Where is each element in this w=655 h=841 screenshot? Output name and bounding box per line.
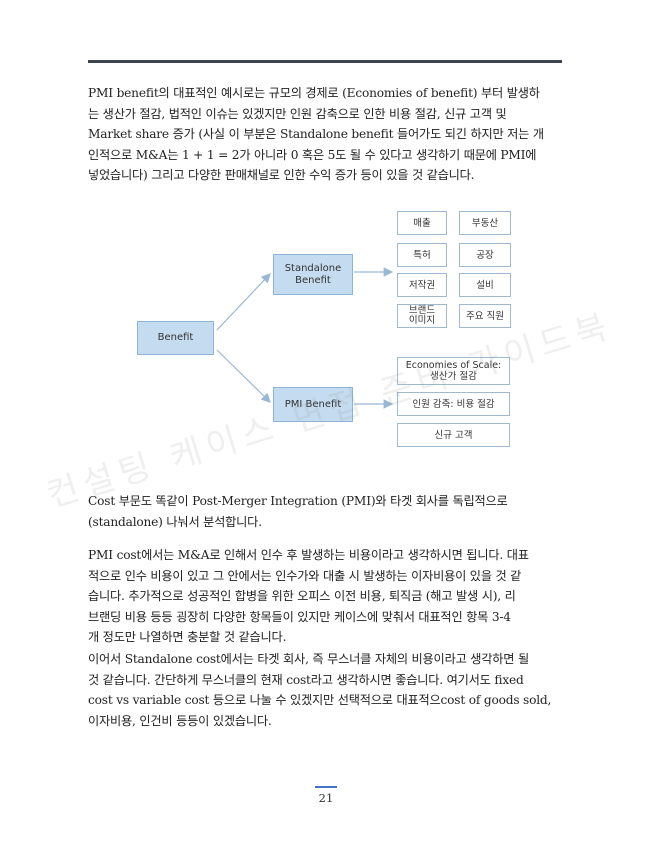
item-brand-image: 브랜드 이미지 <box>397 304 447 328</box>
text-line: 인적으로 M&A는 1 + 1 = 2가 아니라 0 혹은 5도 될 수 있다고… <box>88 147 537 162</box>
item-new-customers: 신규 고객 <box>397 423 510 447</box>
arrow-benefit-to-standalone <box>216 273 271 331</box>
node-benefit: Benefit <box>137 321 214 355</box>
paragraph-pmi-benefit: PMI benefit의 대표적인 예시로는 규모의 경제로 (Economie… <box>88 83 564 186</box>
text-line: cost vs variable cost 등으로 나눌 수 있겠지만 선택적으… <box>88 693 552 707</box>
text-line: 는 생산가 절감, 법적인 이슈는 있겠지만 인원 감축으로 인한 비용 절감,… <box>88 106 507 121</box>
text-line: 것 같습니다. 간단하게 무스너클의 현재 cost라고 생각하시면 좋습니다.… <box>88 672 524 687</box>
text-line: 적으로 인수 비용이 있고 그 안에서는 인수가와 대출 시 발생하는 이자비용… <box>88 568 522 583</box>
text-line: 브랜딩 비용 등등 굉장히 다양한 항목들이 있지만 케이스에 맞춰서 대표적인… <box>88 609 511 624</box>
item-factory: 공장 <box>459 243 511 267</box>
item-headcount-reduction: 인원 감축: 비용 절감 <box>397 392 510 416</box>
text-line: PMI cost에서는 M&A로 인해서 인수 후 발생하는 비용이라고 생각하… <box>88 548 529 562</box>
paragraph-standalone-cost: 이어서 Standalone cost에서는 타겟 회사, 즉 무스너클 자체의… <box>88 649 564 731</box>
page-number: 21 <box>318 791 334 805</box>
text-line: 이자비용, 인건비 등등이 있겠습니다. <box>88 713 272 728</box>
text-line: 이어서 Standalone cost에서는 타겟 회사, 즉 무스너클 자체의… <box>88 652 530 666</box>
text-line: 개 정도만 나열하면 충분할 것 같습니다. <box>88 630 287 644</box>
watermark: 컨설팅 케이스 면접 준비 가이드북 <box>42 305 618 516</box>
page-number-rule <box>315 786 337 788</box>
paragraph-pmi-cost: PMI cost에서는 M&A로 인해서 인수 후 발생하는 비용이라고 생각하… <box>88 545 564 648</box>
text-line: (standalone) 나눠서 분석합니다. <box>88 514 262 529</box>
item-real-estate: 부동산 <box>459 211 511 235</box>
text-line: 넣었습니다) 그리고 다양한 판매채널로 인한 수익 증가 등이 있을 것 같습… <box>88 168 475 182</box>
arrow-benefit-to-pmi <box>216 349 271 403</box>
item-copyright: 저작권 <box>397 273 447 297</box>
text-line: PMI benefit의 대표적인 예시로는 규모의 경제로 (Economie… <box>88 86 540 100</box>
text-line: Market share 증가 (사실 이 부분은 Standalone ben… <box>88 127 544 141</box>
item-equipment: 설비 <box>459 273 511 297</box>
text-line: Cost 부문도 똑같이 Post-Merger Integration (PM… <box>88 494 508 508</box>
text-line: 습니다. 추가적으로 성공적인 합병을 위한 오피스 이전 비용, 퇴직금 (해… <box>88 589 516 603</box>
item-patent: 특허 <box>397 243 447 267</box>
node-standalone-benefit: Standalone Benefit <box>273 254 353 295</box>
item-key-staff: 주요 직원 <box>459 304 511 328</box>
item-economies-of-scale: Economies of Scale: 생산가 절감 <box>397 357 510 385</box>
header-rule <box>88 60 562 63</box>
paragraph-cost-intro: Cost 부문도 똑같이 Post-Merger Integration (PM… <box>88 491 564 532</box>
node-pmi-benefit: PMI Benefit <box>273 387 353 422</box>
item-revenue: 매출 <box>397 211 447 235</box>
